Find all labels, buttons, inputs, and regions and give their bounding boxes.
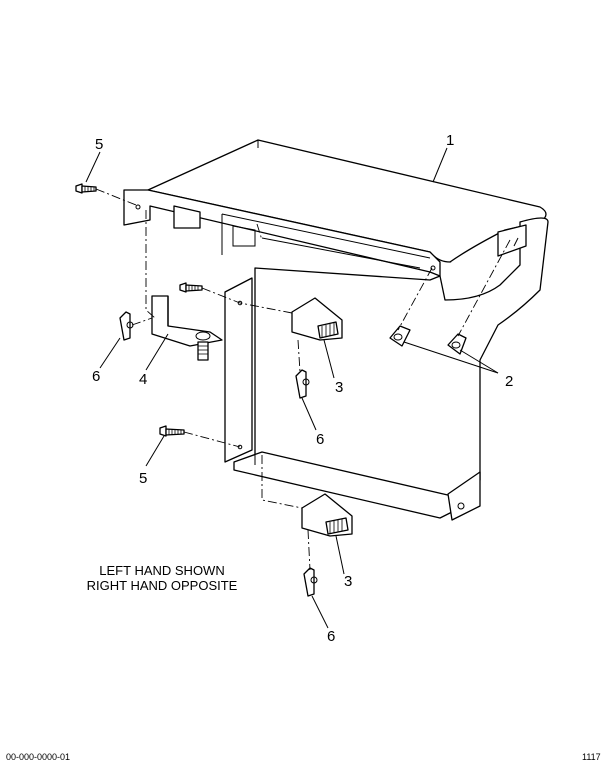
callout-5-upper: 5 (95, 136, 103, 153)
housing-part-1 (123, 139, 549, 521)
callout-3-upper: 3 (335, 379, 343, 396)
footer-reference: 00-000-0000-01 (6, 752, 70, 761)
clip-part-6-left (119, 311, 134, 341)
assembly-lines (95, 188, 311, 571)
callout-6-lower: 6 (327, 628, 335, 645)
bolt-part-5-middle (179, 282, 203, 293)
bracket-part-3-lower (301, 493, 353, 537)
note-line-1: LEFT HAND SHOWN (99, 563, 224, 578)
leader-lines (85, 147, 499, 629)
callout-6-middle: 6 (316, 431, 324, 448)
bracket-part-4 (151, 295, 223, 361)
clip-part-6-lower (303, 567, 318, 597)
bolt-part-5-upper (75, 183, 97, 194)
callout-2: 2 (505, 373, 513, 390)
bracket-part-3-upper (291, 297, 343, 341)
callout-1: 1 (446, 132, 454, 149)
callout-5-lower: 5 (139, 470, 147, 487)
callout-6-left: 6 (92, 368, 100, 385)
orientation-note: LEFT HAND SHOWN RIGHT HAND OPPOSITE (87, 563, 238, 593)
clip-nut-part-2 (389, 239, 511, 355)
clip-part-6-middle (295, 369, 310, 399)
callout-labels: 1 2 3 3 4 5 5 6 6 6 (92, 132, 513, 645)
callout-3-lower: 3 (344, 573, 352, 590)
footer-code: 1117 (582, 752, 601, 761)
note-line-2: RIGHT HAND OPPOSITE (87, 578, 238, 593)
bolt-part-5-lower (159, 425, 185, 437)
callout-4: 4 (139, 371, 147, 388)
